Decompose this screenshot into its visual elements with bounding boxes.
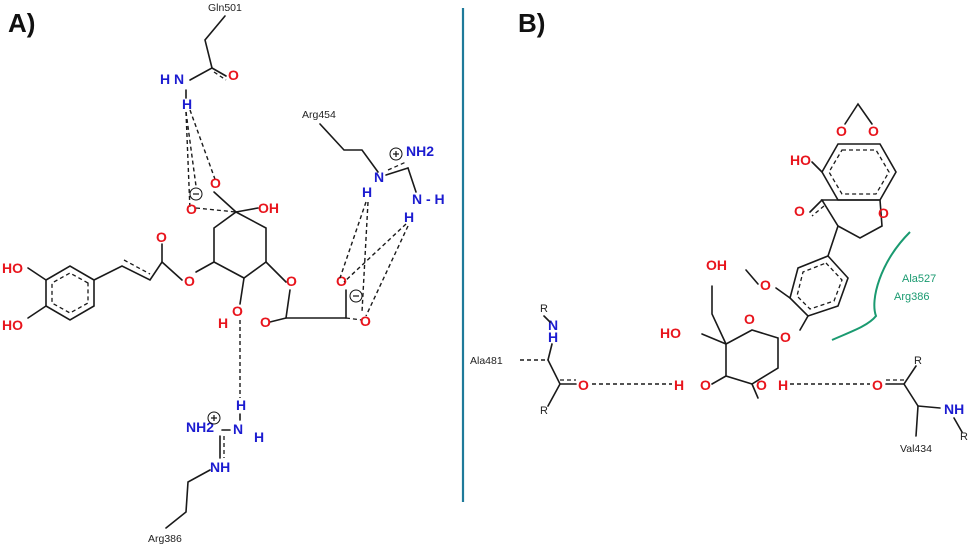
val-nh: NH bbox=[944, 401, 964, 417]
carboxylate-bond bbox=[213, 191, 237, 213]
ala-r-top: R bbox=[540, 303, 548, 315]
sugar-oh-top: OH bbox=[706, 257, 727, 273]
hbond-gln-1 bbox=[185, 111, 197, 187]
pocket-ala527: Ala527 bbox=[902, 273, 936, 285]
malonyl-o-atom: O bbox=[286, 273, 297, 289]
ring-o-bottom: O bbox=[232, 303, 243, 319]
arg454-nh2: NH2 bbox=[406, 143, 434, 159]
arg386-chain bbox=[165, 469, 211, 529]
pyranone-ring bbox=[820, 199, 883, 239]
ala-h: H bbox=[548, 329, 558, 345]
ring-o-atom: O bbox=[878, 205, 889, 221]
arg454-h2: H bbox=[404, 209, 414, 225]
sugar-ho-left: HO bbox=[660, 325, 681, 341]
methoxy-o: O bbox=[760, 277, 771, 293]
carboxylate-double bbox=[195, 207, 237, 213]
gln-h-atom: H bbox=[182, 96, 192, 112]
catechol-ho-bottom: HO bbox=[2, 317, 23, 333]
malonyl-chain bbox=[285, 289, 347, 319]
panel-a-label: A) bbox=[8, 8, 35, 38]
val-r-bottom: R bbox=[960, 431, 968, 443]
malonyl-o3: O bbox=[336, 273, 347, 289]
glucose-ring bbox=[725, 329, 779, 385]
minus-charge-icon bbox=[189, 187, 203, 201]
residue-val434: Val434 bbox=[900, 443, 932, 455]
residue-gln501: Gln501 bbox=[208, 2, 242, 14]
ester-o-atom: O bbox=[184, 273, 195, 289]
panel-a-structure: Gln501 O H N H O O OH O O HO bbox=[2, 2, 445, 545]
arg454-h1: H bbox=[362, 184, 372, 200]
quinic-ring bbox=[213, 211, 267, 279]
arg386-h-side: H bbox=[254, 429, 264, 445]
hbond-gln-3 bbox=[185, 111, 191, 211]
catechol-ho-top: HO bbox=[2, 260, 23, 276]
md-o1: O bbox=[836, 123, 847, 139]
arg454-chain bbox=[319, 123, 379, 173]
ring-oh-bond bbox=[235, 207, 259, 213]
sugar-ring-o: O bbox=[744, 311, 755, 327]
ester-bond-1 bbox=[195, 261, 215, 273]
ala-o-atom: O bbox=[578, 377, 589, 393]
sugar-h-right: H bbox=[778, 377, 788, 393]
sugar-h-left: H bbox=[674, 377, 684, 393]
gln-chain bbox=[189, 15, 226, 81]
pocket-arg386: Arg386 bbox=[894, 291, 929, 303]
gln-co-double bbox=[213, 71, 227, 81]
hbond-gln-2 bbox=[189, 109, 217, 183]
panel-b-label: B) bbox=[518, 8, 545, 38]
ala-nh: N bbox=[548, 317, 558, 333]
plus-charge-icon-2 bbox=[207, 411, 221, 425]
catechol-ring bbox=[45, 265, 95, 321]
b-ketone-o: O bbox=[794, 203, 805, 219]
val-o-atom: O bbox=[872, 377, 883, 393]
gln-o-atom: O bbox=[228, 67, 239, 83]
md-o2: O bbox=[868, 123, 879, 139]
minus-charge-icon-2 bbox=[349, 289, 363, 303]
carboxylate-o2: O bbox=[186, 201, 197, 217]
b-ho-atom: HO bbox=[790, 152, 811, 168]
benzo-ring bbox=[821, 143, 897, 201]
arg386-nh-2: NH bbox=[210, 459, 230, 475]
gln-nh-atom: H N bbox=[160, 71, 184, 87]
panel-b-structure: O O O HO O O O O OH HO O O H H R bbox=[470, 102, 968, 455]
ring-oh-atom: OH bbox=[258, 200, 279, 216]
glyco-o: O bbox=[780, 329, 791, 345]
hbond-arg454-3 bbox=[343, 223, 407, 283]
arg386-h-top: H bbox=[236, 397, 246, 413]
malonyl-o4: O bbox=[360, 313, 371, 329]
malonyl-o2: O bbox=[260, 314, 271, 330]
hydrophobic-contact-arc bbox=[831, 231, 911, 341]
ala-r-bottom: R bbox=[540, 405, 548, 417]
hbond-arg454-4 bbox=[365, 225, 409, 317]
arg454-nh: N - H bbox=[412, 191, 445, 207]
hbond-arg454-1 bbox=[339, 201, 367, 279]
caffeoyl-alkene bbox=[123, 259, 151, 275]
methylenedioxy bbox=[844, 102, 873, 125]
sugar-o-right: O bbox=[756, 377, 767, 393]
residue-arg454: Arg454 bbox=[302, 109, 336, 121]
arg386-nh-1: N bbox=[233, 421, 243, 437]
gln-co-bond bbox=[211, 67, 227, 77]
hbond-arg454-2 bbox=[361, 201, 369, 313]
residue-ala481: Ala481 bbox=[470, 355, 503, 367]
ring-oh-bottom: H bbox=[218, 315, 228, 331]
arg386-h2n: NH2 bbox=[186, 419, 214, 435]
carboxylate-o1: O bbox=[210, 175, 221, 191]
val-r-top: R bbox=[914, 355, 922, 367]
arg454-n-atom: N bbox=[374, 169, 384, 185]
sugar-o-left: O bbox=[700, 377, 711, 393]
caffeoyl-o-atom: O bbox=[156, 229, 167, 245]
residue-arg386: Arg386 bbox=[148, 533, 182, 545]
plus-charge-icon bbox=[389, 147, 403, 161]
caffeoyl-chain bbox=[93, 260, 183, 282]
